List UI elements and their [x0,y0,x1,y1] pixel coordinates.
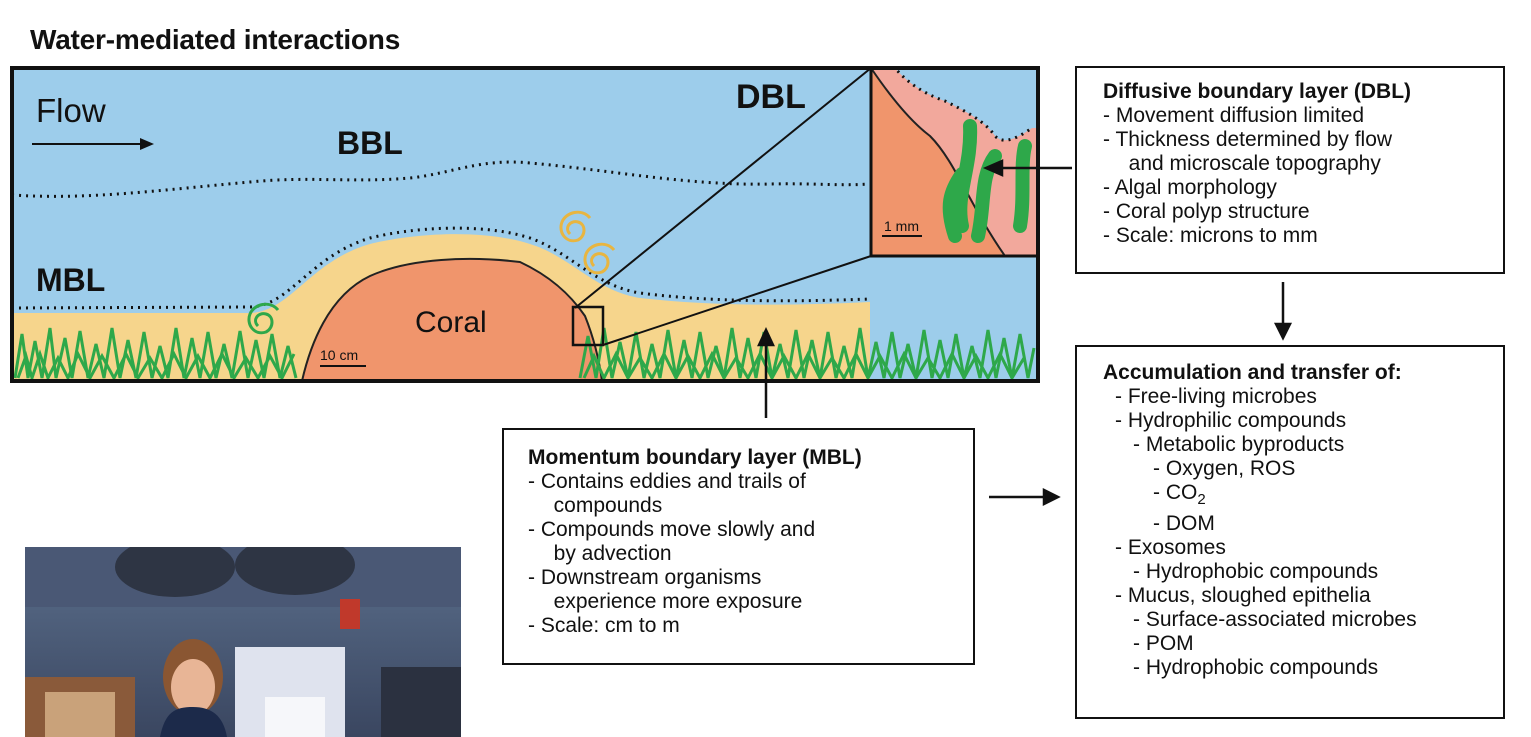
mbl-line: compounds [542,494,663,517]
algae-turf [13,327,1036,384]
dbl-line: - Thickness determined by flow [1103,128,1393,151]
mbl-label: MBL [36,262,105,298]
magnify-line-bottom [602,255,872,346]
green-eddy [247,302,280,335]
accumulation-list: - Free-living microbes- Hydrophilic comp… [1103,385,1503,680]
accumulation-item-text: - Free-living microbes [1115,385,1317,408]
bbl-label: BBL [337,125,403,161]
accumulation-item: - Hydrophilic compounds [1103,409,1503,433]
mbl-box-heading: Momentum boundary layer (MBL) [528,446,862,469]
mbl-description-box: Momentum boundary layer (MBL) - Contains… [502,428,975,665]
dbl-description-box: Diffusive boundary layer (DBL) - Movemen… [1075,66,1505,274]
flow-arrow [32,138,154,150]
accumulation-item-text: - Oxygen, ROS [1153,457,1296,480]
figure-title: Water-mediated interactions [30,24,401,55]
magnify-line-top [574,67,872,309]
flow-label: Flow [36,92,106,129]
accumulation-item-text: - CO [1153,481,1198,504]
accumulation-item-text: - POM [1133,632,1194,656]
accumulation-box: Accumulation and transfer of: - Free-liv… [1075,345,1505,719]
mbl-line: by advection [542,542,672,565]
accumulation-item-text: - Surface-associated microbes [1133,608,1417,632]
accumulation-item: - DOM [1103,512,1503,536]
mbl-boundary [11,226,871,310]
eddy-spiral-lower [583,242,616,275]
arrowhead-mbl-acc [1042,487,1061,507]
zoom-selection-box [571,305,605,347]
accumulation-item: - Mucus, sloughed epithelia [1103,584,1503,608]
accumulation-item: - CO2 [1103,481,1503,512]
mbl-line: - Contains eddies and trails of [528,470,806,493]
accumulation-item: - Hydrophobic compounds [1103,560,1503,584]
eddy-spiral-upper [559,210,592,243]
accumulation-item-text: - Hydrophobic compounds [1133,656,1379,680]
reef-scene: Flow BBL DBL MBL Coral 10 cm 1 mm [10,66,1040,384]
accumulation-item: - Oxygen, ROS [1103,457,1503,481]
eddy-spirals [247,210,616,335]
dbl-inset [869,66,1040,258]
accumulation-item-text: - DOM [1153,512,1215,536]
scene-frame [10,66,1040,383]
accumulation-item: - Metabolic byproducts [1103,433,1503,457]
dbl-line: - Algal morphology [1103,176,1277,199]
dbl-label: DBL [736,78,806,116]
accumulation-item: - Free-living microbes [1103,385,1503,409]
coral-mound [300,257,604,382]
accumulation-item-text: - Hydrophobic compounds [1133,560,1379,584]
accumulation-item: - Exosomes [1103,536,1503,560]
main-scale-label: 10 cm [320,347,358,363]
dbl-line: - Coral polyp structure [1103,200,1310,223]
mbl-line: - Scale: cm to m [528,614,680,637]
dbl-line: - Scale: microns to mm [1103,224,1318,247]
accumulation-item: - Hydrophobic compounds [1103,656,1503,680]
accumulation-item-subscript: 2 [1197,491,1206,509]
dbl-box-heading: Diffusive boundary layer (DBL) [1103,80,1412,103]
inset-scale-label: 1 mm [884,218,919,234]
dbl-line: and microscale topography [1117,152,1381,175]
dbl-line: - Movement diffusion limited [1103,104,1365,127]
accumulation-item: - POM [1103,632,1503,656]
mbl-line: experience more exposure [542,590,803,613]
accumulation-item-text: - Metabolic byproducts [1133,433,1345,456]
researcher-photo [25,547,461,737]
mbl-line: - Downstream organisms [528,566,762,589]
coral-label: Coral [415,306,487,339]
accumulation-item: - Surface-associated microbes [1103,608,1503,632]
mbl-line: - Compounds move slowly and [528,518,816,541]
accumulation-item-text: - Exosomes [1115,536,1226,560]
accumulation-item-text: - Hydrophilic compounds [1115,409,1347,432]
accumulation-item-text: - Mucus, sloughed epithelia [1115,584,1371,608]
accumulation-heading: Accumulation and transfer of: [1103,361,1402,384]
arrowhead-dbl-acc [1273,322,1293,341]
